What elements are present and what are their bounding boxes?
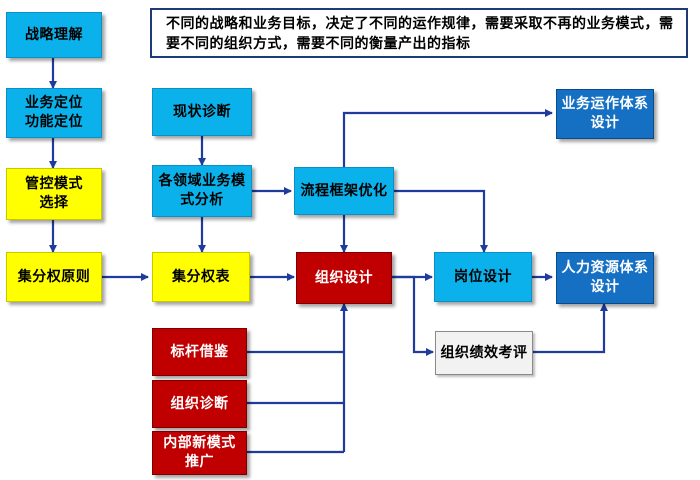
box-performance-evaluation[interactable]: 组织绩效考评 (435, 331, 533, 375)
box-strategy-understanding[interactable]: 战略理解 (6, 12, 102, 58)
box-domain-model-analysis[interactable]: 各领域业务模 式分析 (152, 165, 252, 217)
arrow-process-to-position (394, 189, 488, 253)
arrow-org-to-performance (392, 275, 434, 356)
box-org-diagnosis[interactable]: 组织诊断 (152, 380, 247, 428)
box-control-mode[interactable]: 管控模式 选择 (6, 168, 102, 220)
box-business-positioning[interactable]: 业务定位 功能定位 (6, 88, 102, 138)
box-benchmarking[interactable]: 标杆借鉴 (152, 328, 247, 376)
arrow-performance-to-hr (533, 303, 608, 354)
box-org-design[interactable]: 组织设计 (296, 252, 392, 304)
box-authority-table[interactable]: 集分权表 (152, 252, 250, 302)
box-status-diagnosis[interactable]: 现状诊断 (152, 88, 252, 136)
box-centralization-principle[interactable]: 集分权原则 (6, 252, 102, 302)
box-internal-model-promotion[interactable]: 内部新模式 推广 (152, 431, 247, 475)
box-business-operation-design[interactable]: 业务运作体系 设计 (556, 89, 654, 139)
header-note: 不同的战略和业务目标，决定了不同的运作规律，需要采取不再的业务模式，需要不同的组… (150, 8, 688, 58)
arrow-process-to-operation (342, 109, 553, 167)
box-process-optimization[interactable]: 流程框架优化 (294, 167, 394, 215)
box-position-design[interactable]: 岗位设计 (434, 252, 532, 302)
box-hr-system-design[interactable]: 人力资源体系 设计 (556, 252, 654, 304)
